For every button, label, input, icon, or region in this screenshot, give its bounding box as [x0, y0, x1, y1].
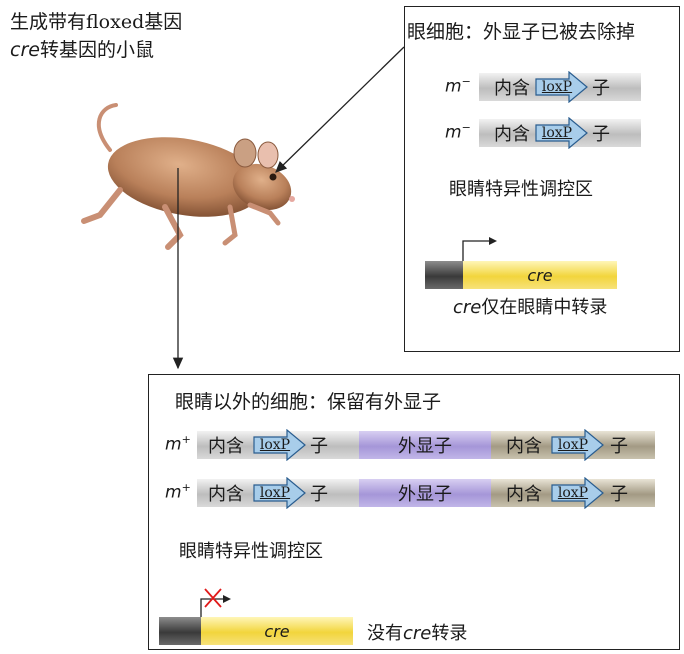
other-allele-1-loxp-arrow-2	[551, 429, 604, 461]
other-allele-1-loxp-label-1: loxP	[259, 437, 291, 453]
mouse-caption-line1: 生成带有floxed基因	[10, 11, 183, 33]
blocked-x-icon	[204, 588, 222, 608]
eye-allele-1-intron-right-text: 子	[592, 78, 610, 99]
other-allele-2-loxp-label-2: loxP	[557, 485, 589, 501]
other-allele-2-exon: 外显子	[359, 479, 491, 507]
mouse-leg-back-right	[162, 204, 184, 250]
eye-cell-panel: 眼细胞：外显子已被去除掉 m− 内含 loxP 子 m− 内含 loxP 子 眼…	[404, 6, 680, 352]
mouse-body	[107, 137, 263, 217]
other-allele-1-intron-2-left-text: 内含	[506, 436, 542, 457]
other-allele-2-intron-1-right-text: 子	[310, 484, 328, 505]
mouse-tail	[97, 103, 118, 152]
eye-allele-2-intron-left-text: 内含	[494, 124, 530, 145]
mouse-nose	[289, 196, 295, 202]
other-allele-2-intron-2-left-text: 内含	[506, 484, 542, 505]
other-cell-panel: 眼睛以外的细胞：保留有外显子 m+ 外显子 内含 loxP 子 内含 loxP …	[148, 374, 680, 650]
other-allele-2-intron-2-right-text: 子	[610, 484, 628, 505]
other-allele-2-label: m+	[165, 481, 191, 503]
mouse-leg-front-right	[247, 202, 281, 226]
other-allele-1-loxp-label-2: loxP	[557, 437, 589, 453]
mouse-ear-front	[257, 141, 279, 169]
mouse-head	[232, 163, 292, 211]
other-allele-2-loxp-arrow-1	[253, 477, 306, 509]
eye-allele-2-loxp-arrow	[535, 117, 588, 149]
other-panel-title: 眼睛以外的细胞：保留有外显子	[175, 391, 442, 413]
other-panel-region-label: 眼睛特异性调控区	[179, 541, 323, 562]
other-allele-1-intron-1-left-text: 内含	[208, 436, 244, 457]
other-promoter-block	[159, 617, 201, 645]
mouse-leg-front-left	[222, 204, 238, 246]
other-allele-2-intron-1-left-text: 内含	[208, 484, 244, 505]
other-allele-1-exon: 外显子	[359, 431, 491, 459]
mouse-leg-back-left	[81, 187, 123, 224]
eye-transcription-start-arrow	[462, 237, 497, 263]
mouse-caption: 生成带有floxed基因 cre转基因的小鼠	[10, 8, 182, 64]
eye-allele-1-loxp-label: loxP	[541, 79, 573, 95]
other-allele-2-loxp-label-1: loxP	[259, 485, 291, 501]
other-cre-gene: cre	[201, 617, 353, 645]
eye-allele-1-intron-left-text: 内含	[494, 78, 530, 99]
other-allele-1-loxp-arrow-1	[253, 429, 306, 461]
eye-allele-2-intron-right-text: 子	[592, 124, 610, 145]
other-panel-caption: 没有cre转录	[367, 623, 468, 644]
arrow-to-eye-panel	[275, 46, 405, 173]
eye-allele-2-loxp-label: loxP	[541, 125, 573, 141]
mouse-eye	[269, 173, 277, 181]
other-allele-1-label: m+	[165, 433, 191, 455]
eye-allele-1-loxp-arrow	[535, 71, 588, 103]
blocked-transcription-arrow	[200, 588, 231, 619]
mouse-illustration	[81, 103, 295, 250]
eye-allele-1-label: m−	[445, 75, 471, 97]
other-allele-1-intron-1-right-text: 子	[310, 436, 328, 457]
eye-panel-region-label: 眼睛特异性调控区	[449, 179, 593, 200]
mouse-caption-line2: cre转基因的小鼠	[10, 39, 154, 61]
eye-allele-2-label: m−	[445, 121, 471, 143]
other-allele-2-loxp-arrow-2	[551, 477, 604, 509]
eye-promoter-block	[425, 261, 463, 289]
other-allele-1-intron-2-right-text: 子	[610, 436, 628, 457]
mouse-ear-back	[233, 138, 257, 168]
eye-cre-gene: cre	[463, 261, 617, 289]
eye-panel-title: 眼细胞：外显子已被去除掉	[407, 21, 636, 43]
eye-panel-caption: cre仅在眼睛中转录	[453, 297, 608, 318]
